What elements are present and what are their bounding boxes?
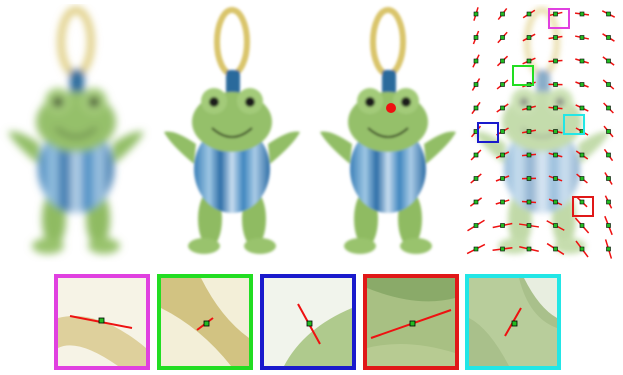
flow-point bbox=[526, 129, 532, 134]
flow-point bbox=[606, 35, 611, 40]
green-highlight-box bbox=[512, 65, 534, 86]
flow-point bbox=[473, 223, 479, 228]
flow-point bbox=[553, 129, 558, 134]
flow-point bbox=[606, 58, 611, 64]
flow-point bbox=[500, 223, 505, 228]
frog-toy-image bbox=[312, 4, 464, 262]
flow-point bbox=[553, 82, 558, 87]
flow-point bbox=[606, 129, 611, 134]
blue-highlight-box bbox=[477, 122, 499, 143]
blurred-frog-panel bbox=[0, 4, 152, 262]
flow-point bbox=[606, 199, 611, 205]
flow-point bbox=[500, 152, 505, 158]
flow-point bbox=[526, 58, 532, 64]
flow-point bbox=[579, 223, 585, 228]
green-zoom-inset bbox=[157, 274, 253, 370]
frog-toy-image bbox=[0, 4, 152, 262]
flow-point bbox=[606, 176, 611, 181]
flow-point bbox=[579, 58, 585, 64]
flow-point bbox=[473, 246, 479, 252]
flow-point bbox=[606, 11, 611, 17]
red-zoom-inset bbox=[363, 274, 459, 370]
red-highlight-box bbox=[572, 196, 594, 217]
flow-point bbox=[579, 105, 585, 111]
red-marker bbox=[386, 103, 396, 113]
flow-point bbox=[553, 35, 558, 40]
flow-point bbox=[473, 35, 479, 40]
flow-point bbox=[579, 35, 585, 40]
flow-point bbox=[500, 11, 505, 17]
flow-point bbox=[500, 199, 505, 205]
flow-point bbox=[553, 246, 558, 252]
flow-point bbox=[526, 152, 532, 158]
flow-point bbox=[579, 199, 585, 205]
flow-point bbox=[579, 82, 585, 87]
frog-toy-image bbox=[156, 4, 308, 262]
magenta-highlight-box bbox=[548, 8, 570, 29]
magenta-zoom-inset bbox=[54, 274, 150, 370]
flow-point bbox=[579, 176, 585, 181]
flow-point bbox=[500, 246, 505, 252]
flow-point bbox=[553, 152, 558, 158]
flow-point bbox=[500, 35, 505, 40]
flow-point bbox=[579, 246, 585, 252]
flow-point bbox=[526, 11, 532, 17]
blue-zoom-inset bbox=[260, 274, 356, 370]
sharp-frog-panel bbox=[156, 4, 308, 262]
flow-point bbox=[606, 223, 611, 228]
flow-point bbox=[500, 176, 505, 181]
flow-point bbox=[526, 223, 532, 228]
flow-point bbox=[606, 105, 611, 111]
flow-point bbox=[553, 11, 558, 17]
flow-point bbox=[526, 35, 532, 40]
flow-point bbox=[473, 11, 479, 17]
flow-point bbox=[500, 129, 505, 134]
flow-point bbox=[526, 246, 532, 252]
flow-field-panel bbox=[466, 4, 618, 262]
flow-point bbox=[606, 152, 611, 158]
flow-point bbox=[553, 223, 558, 228]
flow-point bbox=[579, 11, 585, 17]
cyan-highlight-box bbox=[563, 114, 585, 135]
cyan-zoom-inset bbox=[465, 274, 561, 370]
flow-point bbox=[473, 105, 479, 111]
flow-point bbox=[526, 176, 532, 181]
flow-point bbox=[526, 199, 532, 205]
flow-point bbox=[606, 246, 611, 252]
flow-point bbox=[606, 82, 611, 87]
flow-point bbox=[473, 152, 479, 158]
flow-point bbox=[473, 199, 479, 205]
flow-point bbox=[579, 152, 585, 158]
flow-point bbox=[553, 105, 558, 111]
flow-point bbox=[526, 105, 532, 111]
marked-frog-panel bbox=[312, 4, 464, 262]
flow-point bbox=[553, 199, 558, 205]
flow-point bbox=[500, 58, 505, 64]
frog-toy-image bbox=[466, 4, 616, 259]
flow-point bbox=[500, 105, 505, 111]
flow-point bbox=[473, 82, 479, 87]
flow-point bbox=[553, 58, 558, 64]
flow-point bbox=[473, 58, 479, 64]
flow-point bbox=[553, 176, 558, 181]
flow-point bbox=[500, 82, 505, 87]
flow-point bbox=[473, 176, 479, 181]
